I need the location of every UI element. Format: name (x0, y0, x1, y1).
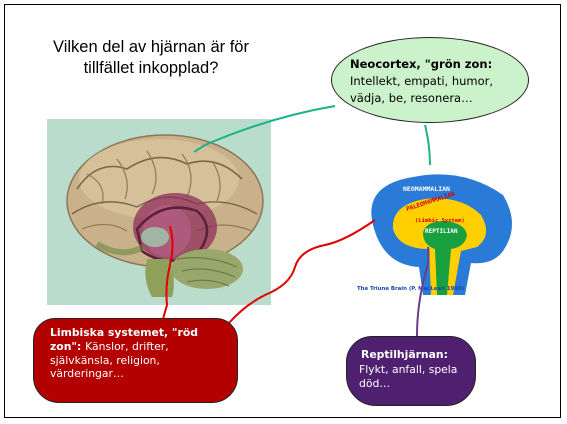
neo-to-diagram-line (425, 125, 430, 165)
triune-brain-diagram: NEOMAMMALIAN PALEOMAMMALIAN (Limbic Syst… (353, 165, 519, 297)
reptile-bubble: Reptilhjärnan: Flykt, anfall, spela död… (346, 336, 476, 406)
label-neomammalian: NEOMAMMALIAN (403, 185, 450, 193)
title-line-2: tillfället inkopplad? (27, 58, 275, 79)
slide: Vilken del av hjärnan är för tillfället … (4, 4, 561, 418)
reptile-heading: Reptilhjärnan: (361, 348, 469, 363)
neocortex-heading: Neocortex, "grön zon: (350, 56, 518, 73)
slide-title: Vilken del av hjärnan är för tillfället … (27, 37, 275, 79)
title-line-1: Vilken del av hjärnan är för (27, 37, 275, 58)
reptile-text: Flykt, anfall, spela död… (359, 363, 457, 391)
label-limbic-system: (Limbic System) (415, 218, 465, 224)
neocortex-text-2: vädja, be, resonera… (350, 90, 518, 107)
label-reptilian: REPTILIAN (425, 228, 458, 235)
neocortex-bubble: Neocortex, "grön zon: Intellekt, empati,… (331, 37, 529, 123)
limbic-bubble: Limbiska systemet, "röd zon": Känslor, d… (33, 318, 238, 403)
neocortex-text-1: Intellekt, empati, humor, (350, 73, 518, 90)
brain-illustration (47, 119, 271, 305)
triune-caption: The Triune Brain (P. MacLean 1990) (357, 286, 464, 292)
